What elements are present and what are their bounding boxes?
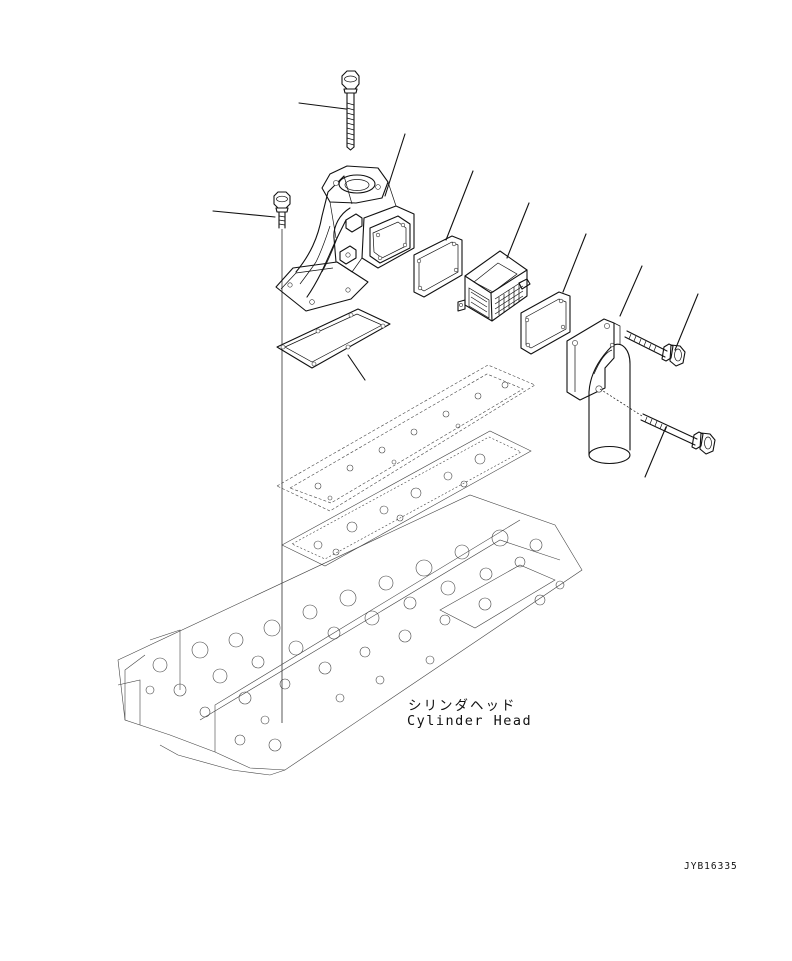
leader-line-lower-gasket: [347, 354, 366, 381]
leader-line-elbow: [619, 265, 643, 317]
leader-line-heater: [506, 202, 530, 259]
alignment-line-right: [599, 388, 643, 417]
intake-housing: [275, 165, 415, 312]
leader-line-gasket-b: [562, 233, 587, 293]
leader-line-bolt-right-b: [644, 426, 667, 478]
cylinder-head-label-english: Cylinder Head: [407, 713, 533, 729]
leader-line-gasket-a: [445, 170, 474, 241]
leader-line-bolt-right-a: [674, 293, 699, 351]
leader-line-left-bolt: [212, 210, 276, 218]
bolt-right-b: [640, 413, 716, 455]
bolt-top: [341, 70, 360, 151]
cylinder-head-outline: [117, 364, 583, 776]
leader-line-housing: [384, 133, 406, 197]
leader-lines: [212, 102, 699, 478]
cylinder-head-label-japanese: シリンダヘッド: [408, 698, 517, 714]
bolt-right-a: [624, 330, 686, 367]
intake-heater: [457, 250, 531, 322]
gasket-b: [520, 291, 571, 355]
lower-gasket: [276, 308, 391, 369]
leader-line-top-bolt: [298, 102, 347, 110]
gasket-a: [413, 235, 463, 298]
intake-elbow: [566, 318, 631, 465]
drawing-code: JYB16335: [684, 861, 738, 872]
bolt-left: [273, 191, 291, 229]
